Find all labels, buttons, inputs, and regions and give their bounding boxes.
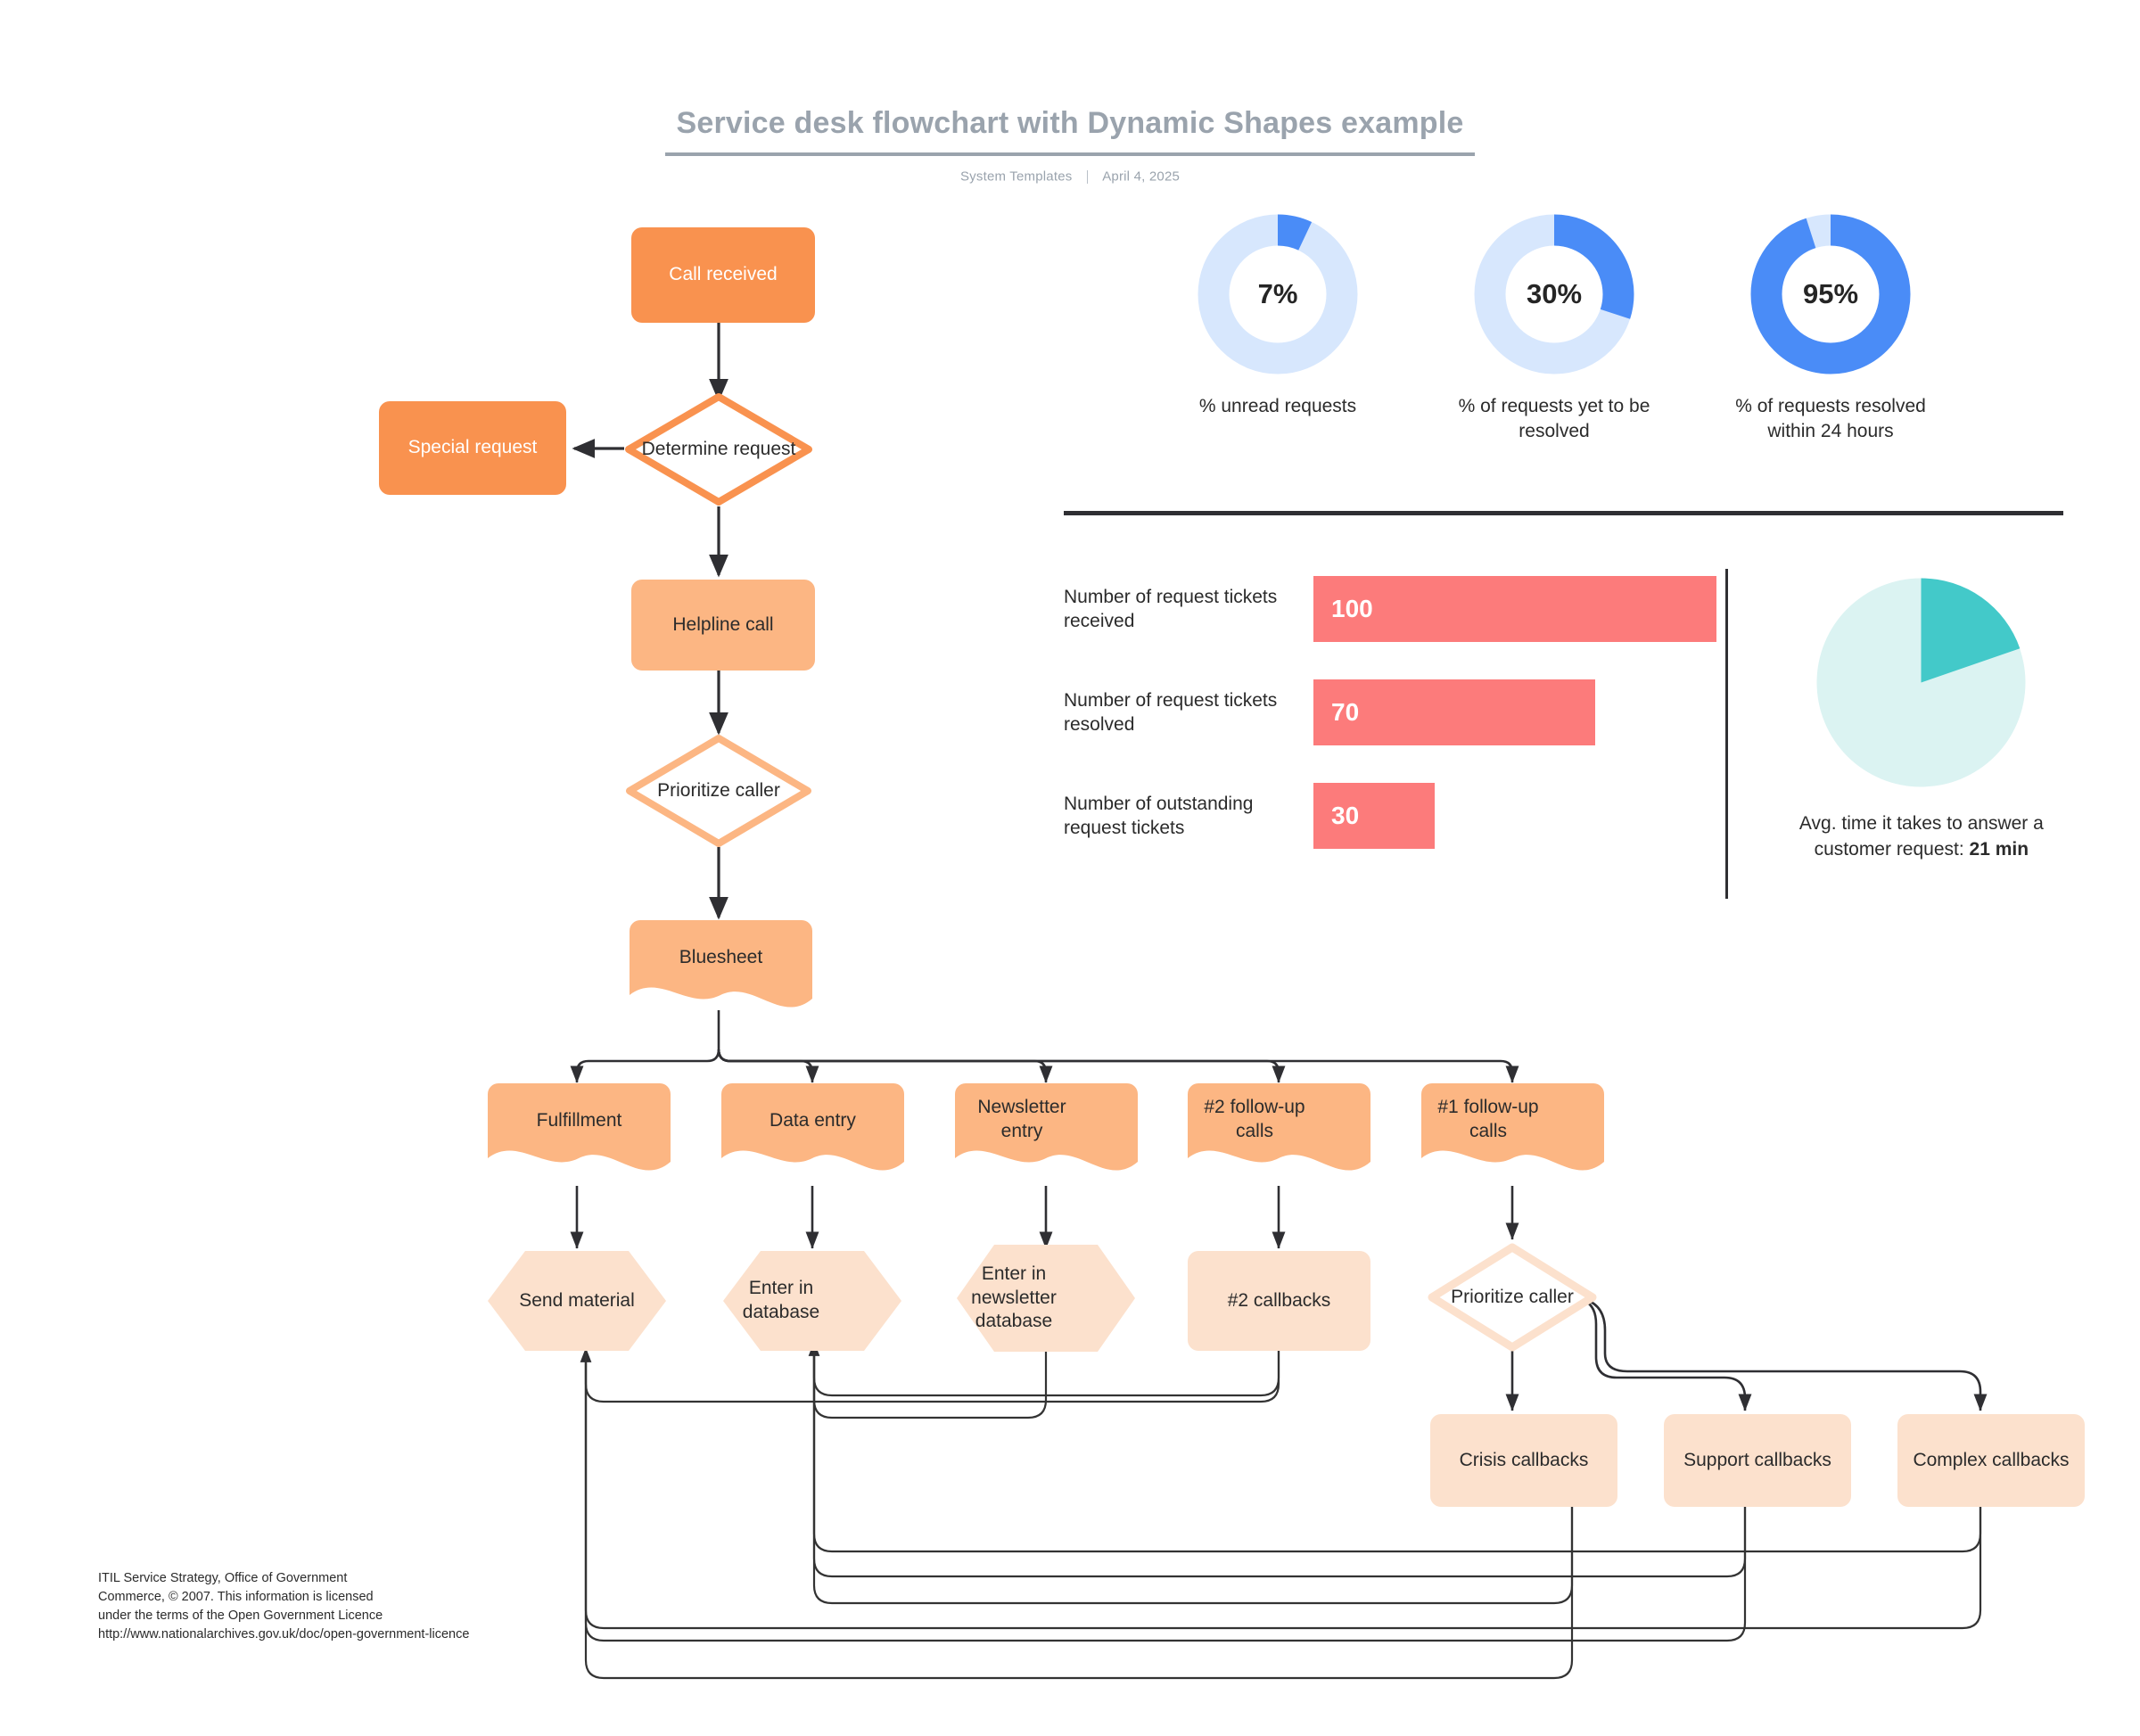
flow-node-label: Newsletter entry <box>977 1097 1066 1141</box>
license-line-1: ITIL Service Strategy, Office of Governm… <box>98 1571 348 1585</box>
author-label: System Templates <box>959 169 1073 185</box>
document-shape <box>955 1083 1138 1171</box>
flow-node-label: Special request <box>407 437 538 458</box>
pie-caption-prefix: Avg. time it takes to answer a customer … <box>1798 813 2044 860</box>
diamond-shape <box>625 393 812 506</box>
bar-track: 100 <box>1313 576 1716 642</box>
flow-node-label: Enter in database <box>742 1278 820 1322</box>
flow-node-label: #1 follow-up calls <box>1437 1097 1539 1141</box>
flow-node-callbacks-2[interactable]: #2 callbacks <box>1188 1251 1370 1351</box>
donut-ring: 7% <box>1198 214 1358 374</box>
flow-node-label: Helpline call <box>672 613 774 635</box>
bar-value-label: 100 <box>1331 595 1373 622</box>
flow-node-prioritize-caller-2[interactable]: Prioritize caller <box>1427 1242 1598 1353</box>
hexagon-shape <box>957 1245 1135 1352</box>
donut-caption: % of requests resolved within 24 hours <box>1735 396 1926 441</box>
bar-fill: 30 <box>1313 783 1435 849</box>
donut-caption: % of requests yet to be resolved <box>1458 396 1650 441</box>
page-title: Service desk flowchart with Dynamic Shap… <box>665 106 1475 157</box>
donut-chart-group: 7% % unread requests 30% % of requests y… <box>1162 214 1947 443</box>
pie-caption-value: 21 min <box>1969 839 2029 860</box>
bar-label: Number of request tickets resolved <box>1064 689 1278 735</box>
flow-node-call-received[interactable]: Call received <box>631 227 815 323</box>
flow-node-crisis-callbacks[interactable]: Crisis callbacks <box>1430 1414 1617 1507</box>
bar-fill: 70 <box>1313 679 1596 745</box>
bar-row: Number of outstanding request tickets 30 <box>1064 783 1716 849</box>
flow-node-label: Prioritize caller <box>657 779 780 801</box>
metrics-section: Number of request tickets received 100 N… <box>1064 562 2067 899</box>
hexagon-shape <box>723 1251 901 1351</box>
bar-label: Number of request tickets received <box>1064 586 1278 631</box>
bar-value-label: 30 <box>1331 802 1360 829</box>
date-label: April 4, 2025 <box>1102 169 1181 185</box>
donut-value-label: 7% <box>1257 278 1298 309</box>
document-shape <box>1188 1083 1370 1171</box>
document-meta: System Templates April 4, 2025 <box>0 169 2140 185</box>
bar-fill: 100 <box>1313 576 1716 642</box>
flow-node-data-entry[interactable]: Data entry <box>721 1083 904 1174</box>
flow-node-special-request[interactable]: Special request <box>379 401 566 495</box>
flow-node-enter-in-database[interactable]: Enter in database <box>723 1251 901 1351</box>
document-shape <box>488 1083 671 1171</box>
kpi-dashboard: 7% % unread requests 30% % of requests y… <box>1064 214 2067 443</box>
donut-ring: 30% <box>1474 214 1634 374</box>
donut-chart-yet-to-be-resolved: 30% % of requests yet to be resolved <box>1438 214 1670 443</box>
vertical-divider <box>1724 569 1728 899</box>
flow-node-fulfillment[interactable]: Fulfillment <box>488 1083 671 1174</box>
flow-node-label: Prioritize caller <box>1451 1286 1574 1307</box>
pie-caption: Avg. time it takes to answer a customer … <box>1776 810 2067 863</box>
flow-node-send-material[interactable]: Send material <box>488 1251 666 1351</box>
bar-chart: Number of request tickets received 100 N… <box>1064 562 1716 899</box>
flow-node-determine-request[interactable]: Determine request <box>624 392 813 506</box>
flow-node-support-callbacks[interactable]: Support callbacks <box>1664 1414 1851 1507</box>
bar-label: Number of outstanding request tickets <box>1064 793 1254 838</box>
bar-track: 70 <box>1313 679 1716 745</box>
flow-node-label: Bluesheet <box>679 946 763 967</box>
flow-node-newsletter-entry[interactable]: Newsletter entry <box>955 1083 1138 1174</box>
donut-caption: % unread requests <box>1198 396 1357 416</box>
donut-value-label: 30% <box>1526 278 1583 309</box>
flow-node-label: Call received <box>669 264 778 285</box>
donut-ring: 95% <box>1750 214 1911 374</box>
document-shape <box>1421 1083 1604 1171</box>
flow-node-label: #2 callbacks <box>1227 1289 1331 1311</box>
license-line-4[interactable]: http://www.nationalarchives.gov.uk/doc/o… <box>98 1627 470 1642</box>
flow-node-label: Complex callbacks <box>1913 1449 2070 1470</box>
flow-node-label: #2 follow-up calls <box>1204 1097 1305 1141</box>
document-header: Service desk flowchart with Dynamic Shap… <box>0 106 2140 185</box>
flow-node-followup-2[interactable]: #2 follow-up calls <box>1188 1083 1370 1174</box>
flow-node-bluesheet[interactable]: Bluesheet <box>630 920 812 1011</box>
diamond-shape <box>626 735 811 847</box>
bar-value-label: 70 <box>1331 698 1360 726</box>
license-line-2: Commerce, © 2007. This information is li… <box>98 1590 374 1605</box>
pie-chart-block: Avg. time it takes to answer a customer … <box>1776 562 2067 899</box>
bar-track: 30 <box>1313 783 1716 849</box>
pie-chart <box>1816 578 2026 787</box>
license-footer: ITIL Service Strategy, Office of Governm… <box>98 1569 597 1644</box>
donut-value-label: 95% <box>1802 278 1859 309</box>
flow-node-label: Data entry <box>770 1109 856 1131</box>
flow-node-label: Support callbacks <box>1683 1449 1831 1470</box>
flow-node-followup-1[interactable]: #1 follow-up calls <box>1421 1083 1604 1174</box>
flow-node-enter-newsletter-database[interactable]: Enter in newsletter database <box>957 1245 1135 1352</box>
donut-chart-resolved-24h: 95% % of requests resolved within 24 hou… <box>1715 214 1947 443</box>
document-shape <box>721 1083 904 1171</box>
flow-node-label: Send material <box>519 1289 635 1311</box>
donut-chart-unread-requests: 7% % unread requests <box>1162 214 1394 443</box>
bar-row: Number of request tickets resolved 70 <box>1064 679 1716 745</box>
hexagon-shape <box>488 1251 666 1351</box>
section-divider <box>1064 511 2063 515</box>
flow-node-label: Crisis callbacks <box>1459 1449 1589 1470</box>
flow-node-label: Fulfillment <box>536 1109 622 1131</box>
meta-divider <box>1086 169 1088 184</box>
license-line-3: under the terms of the Open Government L… <box>98 1608 383 1624</box>
flow-node-complex-callbacks[interactable]: Complex callbacks <box>1897 1414 2085 1507</box>
flow-node-label: Determine request <box>641 438 796 459</box>
flow-node-prioritize-caller-1[interactable]: Prioritize caller <box>624 733 813 849</box>
bar-row: Number of request tickets received 100 <box>1064 576 1716 642</box>
document-shape <box>630 920 812 1008</box>
flow-node-label: Enter in newsletter database <box>971 1263 1057 1332</box>
flow-node-helpline-call[interactable]: Helpline call <box>631 580 815 671</box>
